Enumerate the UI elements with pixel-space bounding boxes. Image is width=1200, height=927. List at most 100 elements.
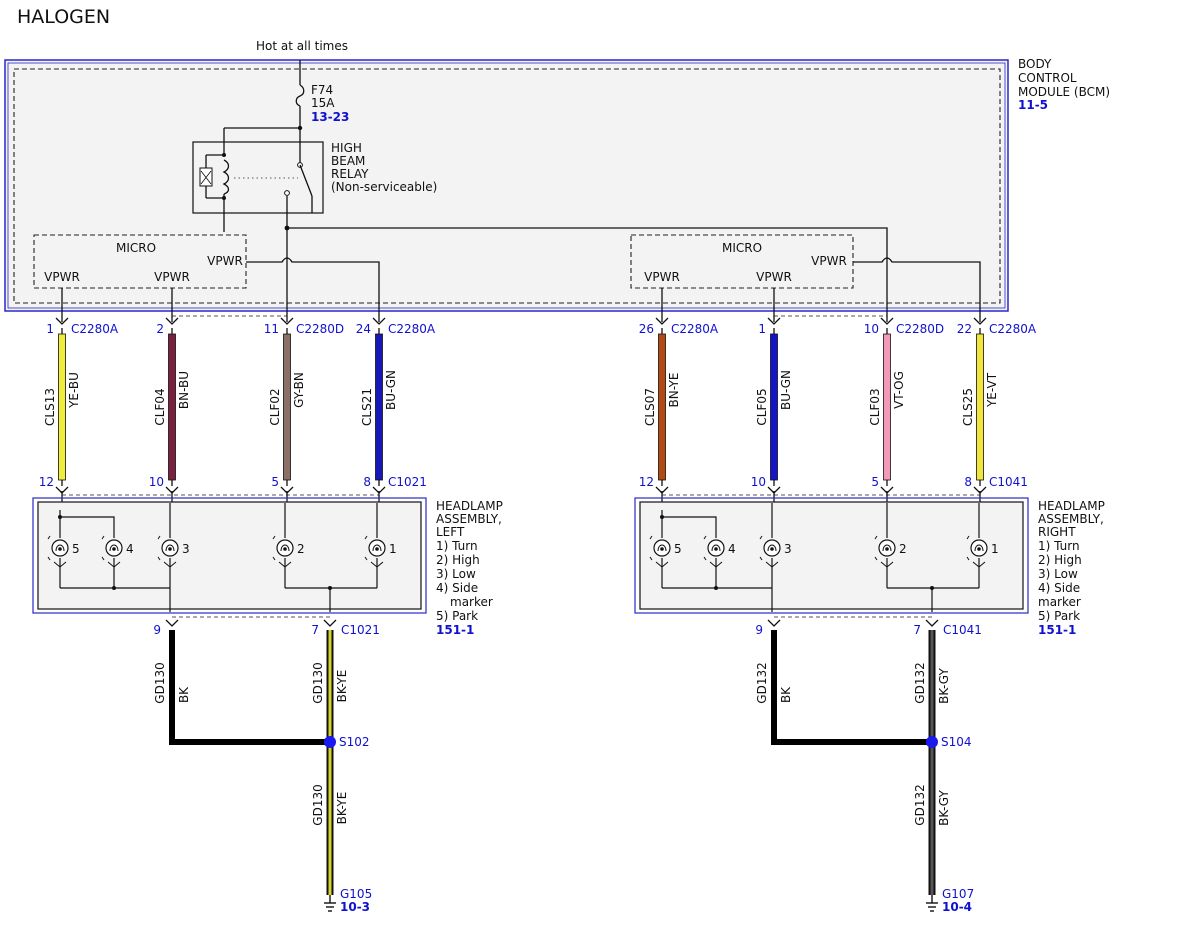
- bulb-return-arrow: [53, 561, 67, 568]
- micro-left: [33, 234, 247, 289]
- relay-output-bus: [287, 227, 888, 310]
- connector-chevron: [165, 317, 179, 325]
- bulb-return-arrow: [880, 561, 894, 568]
- wire-color-label: YE-BU: [67, 372, 81, 409]
- ground-ref[interactable]: 10-4: [942, 900, 972, 914]
- bcm-name-line-3: MODULE (BCM): [1018, 85, 1110, 99]
- bulb-label: 3: [784, 542, 792, 556]
- ground-id: G105: [340, 887, 372, 901]
- fuse-rating: 15A: [311, 96, 335, 110]
- bulb-return-arrow: [765, 561, 779, 568]
- headlamp-right-legend-3: 3) Low: [1038, 567, 1078, 581]
- headlamp-right-legend-6: 5) Park: [1038, 609, 1080, 623]
- bulb-return-arrow: [107, 561, 121, 568]
- bulb-label: 4: [126, 542, 134, 556]
- headlamp-right-name-1: HEADLAMP: [1038, 499, 1105, 513]
- ground-pin-b: 7: [311, 623, 319, 637]
- wire-lower-pin: 8: [363, 475, 371, 489]
- wire-circuit: CLS21: [360, 388, 374, 426]
- wire-color-band: [168, 333, 176, 481]
- ground-wire-c-circuit: GD132: [913, 784, 927, 825]
- bulb-label: 2: [297, 542, 305, 556]
- bcm-module: [4, 59, 1009, 312]
- connector-chevron: [372, 317, 386, 325]
- fuse-ref[interactable]: 13-23: [311, 110, 349, 124]
- wire-lower-connector: C1021: [388, 475, 427, 489]
- headlamp-right-ref[interactable]: 151-1: [1038, 623, 1076, 637]
- wire-circuit: CLS25: [961, 388, 975, 426]
- wire-color-band: [770, 333, 778, 481]
- wire-pin: 11: [264, 322, 279, 336]
- wire-lower-connector: C1041: [989, 475, 1028, 489]
- bcm-name-line-1: BODY: [1018, 57, 1052, 71]
- wire-pin: 26: [639, 322, 654, 336]
- bulb-return-arrow: [655, 561, 669, 568]
- micro-left-pin-3: VPWR: [207, 254, 243, 268]
- headlamp-left-ref[interactable]: 151-1: [436, 623, 474, 637]
- wire-color-label: BN-YE: [667, 372, 681, 407]
- connector-chevron: [280, 317, 294, 325]
- wire-circuit: CLF04: [153, 388, 167, 425]
- wire-circuit: CLF05: [755, 388, 769, 425]
- bulb-label: 3: [182, 542, 190, 556]
- wire-color-band: [58, 333, 66, 481]
- connector-chevron: [165, 619, 179, 627]
- wire-pin: 10: [864, 322, 879, 336]
- relay-label-line-4: (Non-serviceable): [331, 180, 437, 194]
- headlamp-left-legend-6: 5) Park: [436, 609, 478, 623]
- headlamp-left-name-1: HEADLAMP: [436, 499, 503, 513]
- wire-connector: C2280D: [896, 322, 944, 336]
- micro-left-pin-2: VPWR: [154, 270, 190, 284]
- ground-wire-b-circuit: GD130: [311, 662, 325, 703]
- wire-color-label: VT-OG: [892, 371, 906, 409]
- wire-color-label: BN-BU: [177, 371, 191, 409]
- headlamp-left-legend-2: 2) High: [436, 553, 480, 567]
- headlamp-left-legend-3: 3) Low: [436, 567, 476, 581]
- power-source-label: Hot at all times: [256, 39, 348, 53]
- bulb-return-arrow: [972, 561, 986, 568]
- wire-color-band: [658, 333, 666, 481]
- wire-lower-pin: 10: [149, 475, 164, 489]
- ground-wire-b-color: BK-GY: [937, 668, 951, 704]
- wire-pin: 2: [156, 322, 164, 336]
- splice-dot: [926, 736, 938, 748]
- wire-color-band: [375, 333, 383, 481]
- headlamp-right-legend-1: 1) Turn: [1038, 539, 1080, 553]
- ground-wire-b-color: BK-YE: [335, 670, 349, 703]
- bulb-label: 1: [991, 542, 999, 556]
- wire-pin: 22: [957, 322, 972, 336]
- bulb-label: 1: [389, 542, 397, 556]
- ground-connector: C1041: [943, 623, 982, 637]
- diagram-title: HALOGEN: [17, 6, 110, 28]
- connector-chevron: [767, 317, 781, 325]
- bcm-ref[interactable]: 11-5: [1018, 98, 1048, 112]
- ground-wire-a: [771, 630, 932, 745]
- fuse-name: F74: [311, 83, 333, 97]
- ground-ref[interactable]: 10-3: [340, 900, 370, 914]
- micro-right-pin-3: VPWR: [811, 254, 847, 268]
- wire-color-label: GY-BN: [292, 372, 306, 408]
- ground-wire-b-circuit: GD132: [913, 662, 927, 703]
- wire-color-band: [976, 333, 984, 481]
- micro-right-label: MICRO: [722, 241, 762, 255]
- wire-lower-pin: 10: [751, 475, 766, 489]
- wire-connector: C2280A: [388, 322, 436, 336]
- connector-chevron: [655, 317, 669, 325]
- relay-label-line-2: BEAM: [331, 154, 365, 168]
- wire-lower-pin: 12: [39, 475, 54, 489]
- headlamp-right-legend-5: marker: [1038, 595, 1081, 609]
- headlamp-right-box: [634, 497, 1029, 614]
- wire-color-band: [883, 333, 891, 481]
